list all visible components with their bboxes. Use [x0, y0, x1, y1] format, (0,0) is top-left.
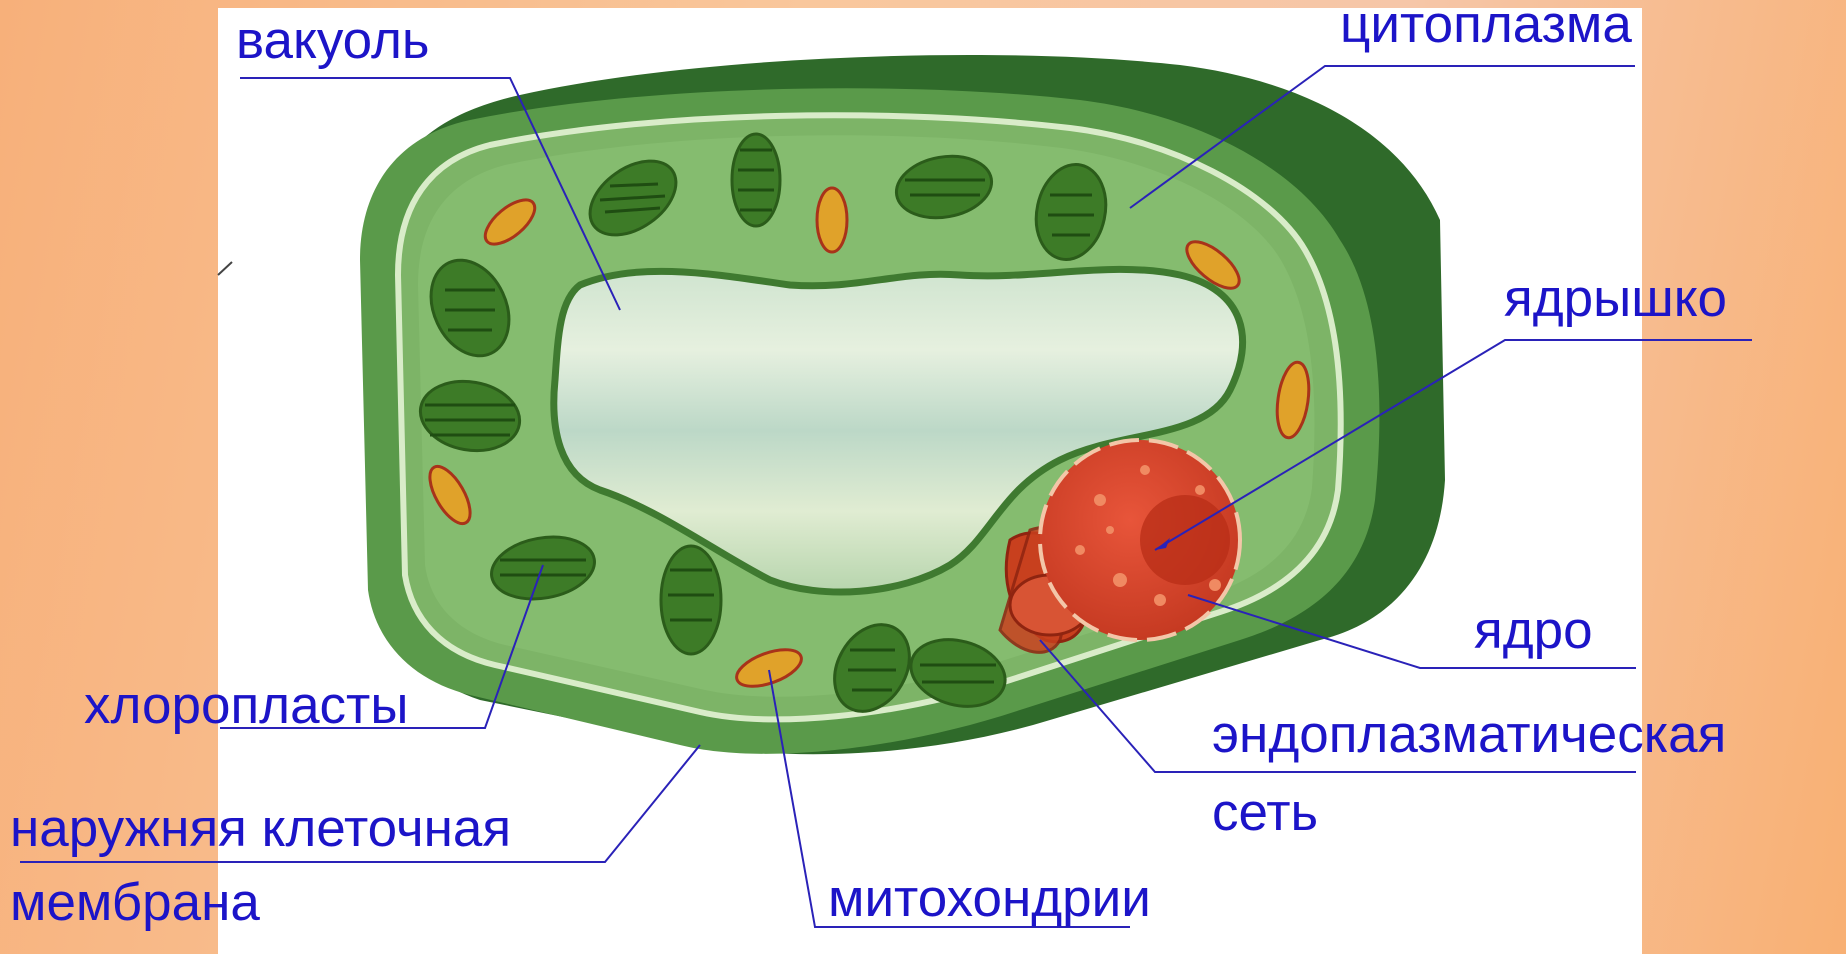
chloroplast: [661, 546, 721, 654]
label-er-line2: сеть: [1212, 784, 1318, 842]
label-mitochondria: митохондрии: [828, 870, 1151, 928]
nucleolus-shape: [1140, 495, 1230, 585]
chloroplast: [732, 134, 780, 226]
mitochondrion: [817, 188, 847, 252]
label-er-line1: эндоплазматическая: [1212, 706, 1726, 764]
label-membrane-line1: наружняя клеточная: [10, 800, 511, 858]
label-nucleus: ядро: [1474, 602, 1593, 660]
label-cytoplasm: цитоплазма: [1340, 0, 1632, 54]
label-vacuole: вакуоль: [236, 12, 430, 70]
label-chloroplasts: хлоропласты: [84, 677, 408, 735]
label-membrane-line2: мембрана: [10, 874, 260, 932]
label-nucleolus: ядрышко: [1504, 270, 1727, 328]
